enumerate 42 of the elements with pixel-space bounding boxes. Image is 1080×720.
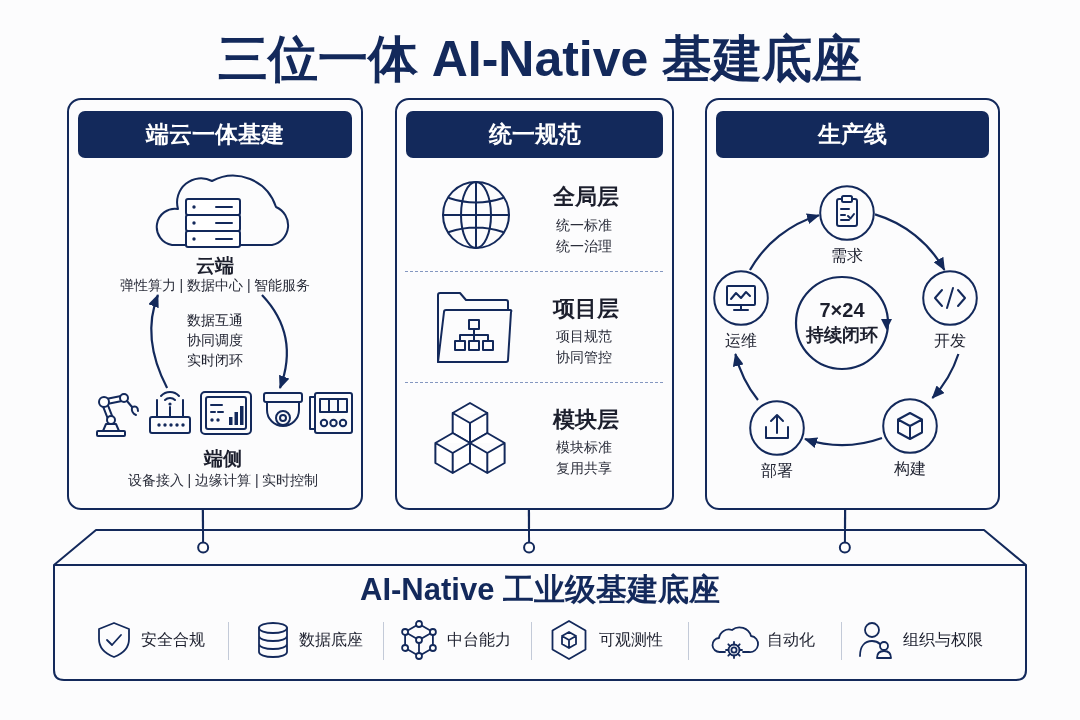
panel-header: 生产线: [716, 111, 989, 158]
flow-note: 数据互通协同调度实时闭环: [187, 312, 244, 370]
stage-label: 运维: [725, 331, 757, 351]
arrow: [261, 294, 289, 389]
base-title: AI-Native 工业级基建底座: [360, 571, 720, 609]
stage-label: 开发: [934, 331, 966, 351]
arrow: [804, 436, 883, 448]
panel-header: 端云一体基建: [78, 111, 352, 158]
node-title: 端侧: [204, 448, 242, 470]
feature-label: 组织与权限: [903, 630, 983, 650]
panel-header: 统一规范: [406, 111, 663, 158]
layer-description: 模块标准复用共享: [556, 438, 613, 478]
node-subtitle: 设备接入 | 边缘计算 | 实时控制: [127, 471, 319, 489]
loop-label: 持续闭环: [806, 324, 878, 347]
arrow: [733, 353, 759, 401]
layer-description: 项目规范协同管控: [556, 327, 613, 367]
feature-label: 安全合规: [141, 630, 205, 650]
feature-label: 可观测性: [599, 630, 663, 650]
stage-label: 部署: [761, 461, 793, 481]
connector-line: [838, 510, 851, 554]
feature-label: 数据底座: [299, 630, 363, 650]
arrow: [749, 214, 820, 271]
panel-card: [395, 98, 674, 510]
node-subtitle: 弹性算力 | 数据中心 | 智能服务: [119, 276, 311, 294]
feature-label: 自动化: [767, 630, 815, 650]
arrow: [148, 294, 169, 389]
panel-card: [705, 98, 1000, 510]
layer-title: 项目层: [553, 295, 619, 323]
loop-figure: 7×24: [819, 298, 865, 322]
node-title: 云端: [196, 255, 234, 277]
layer-description: 统一标准统一治理: [556, 216, 613, 256]
arrow: [874, 213, 946, 271]
stage-label: 构建: [894, 459, 926, 479]
connector-line: [197, 510, 210, 554]
stage-label: 需求: [831, 246, 863, 266]
connector-line: [523, 510, 536, 554]
arrow: [931, 353, 960, 399]
diagram-title: 三位一体 AI-Native 基建底座: [217, 30, 863, 88]
layer-title: 全局层: [553, 183, 619, 211]
panel-card: [67, 98, 363, 510]
layer-title: 模块层: [553, 406, 619, 434]
feature-label: 中台能力: [447, 630, 511, 650]
